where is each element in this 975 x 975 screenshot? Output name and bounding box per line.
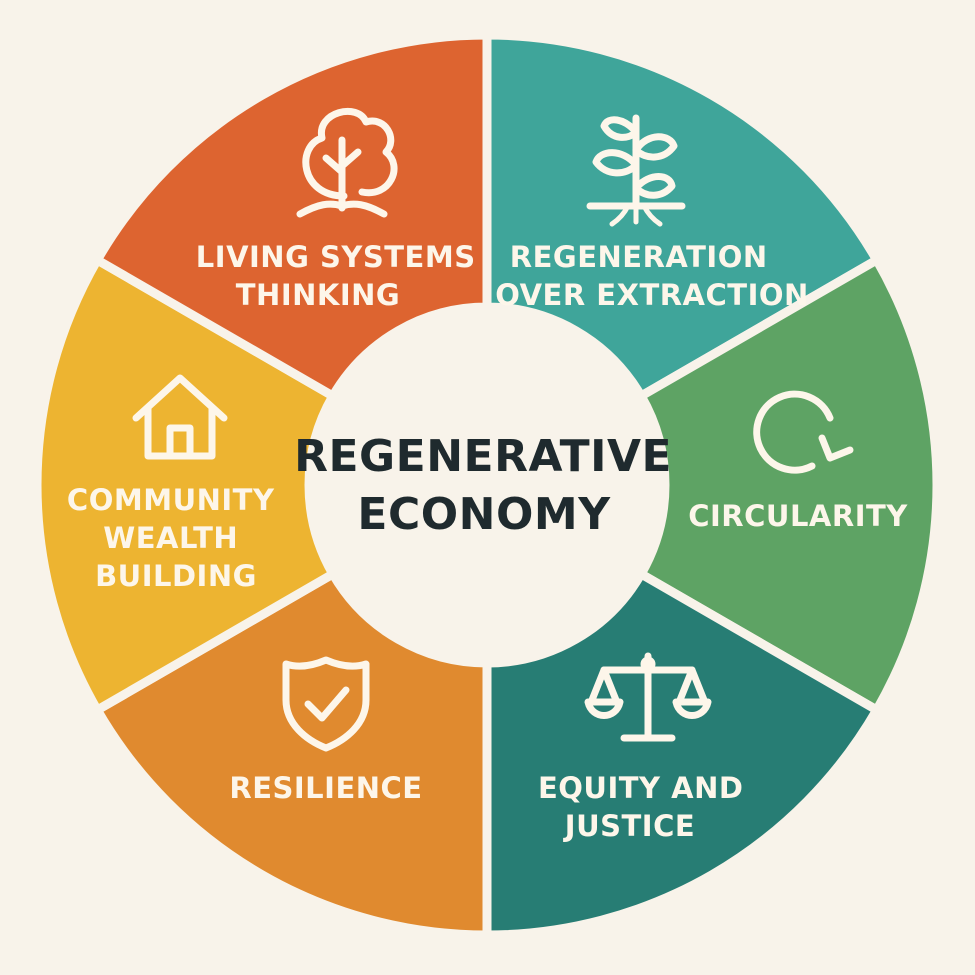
segment-label-community-wealth: COMMUNITY WEALTH BUILDING <box>67 483 285 593</box>
segment-label-resilience: RESILIENCE <box>229 771 422 805</box>
segment-label-circularity: CIRCULARITY <box>688 499 908 533</box>
segment-label-equity: EQUITY AND JUSTICE <box>538 771 754 843</box>
center-title: REGENERATIVE ECONOMY <box>294 431 688 540</box>
house-icon <box>132 374 228 460</box>
center-circle <box>307 305 667 665</box>
segments-layer <box>32 30 942 940</box>
circular-arrow-icon <box>753 390 854 474</box>
segment-label-living-systems: LIVING SYSTEMS THINKING <box>196 240 486 312</box>
scales-icon <box>584 652 712 742</box>
tree-icon <box>296 108 398 218</box>
icons-layer <box>132 108 854 752</box>
center-hub: REGENERATIVE ECONOMY <box>294 305 688 665</box>
shield-check-icon <box>282 656 370 752</box>
sprout-icon <box>586 114 686 227</box>
labels-layer: LIVING SYSTEMS THINKING REGENERATION OVE… <box>67 240 908 843</box>
segment-label-regeneration: REGENERATION OVER EXTRACTION <box>495 240 809 312</box>
